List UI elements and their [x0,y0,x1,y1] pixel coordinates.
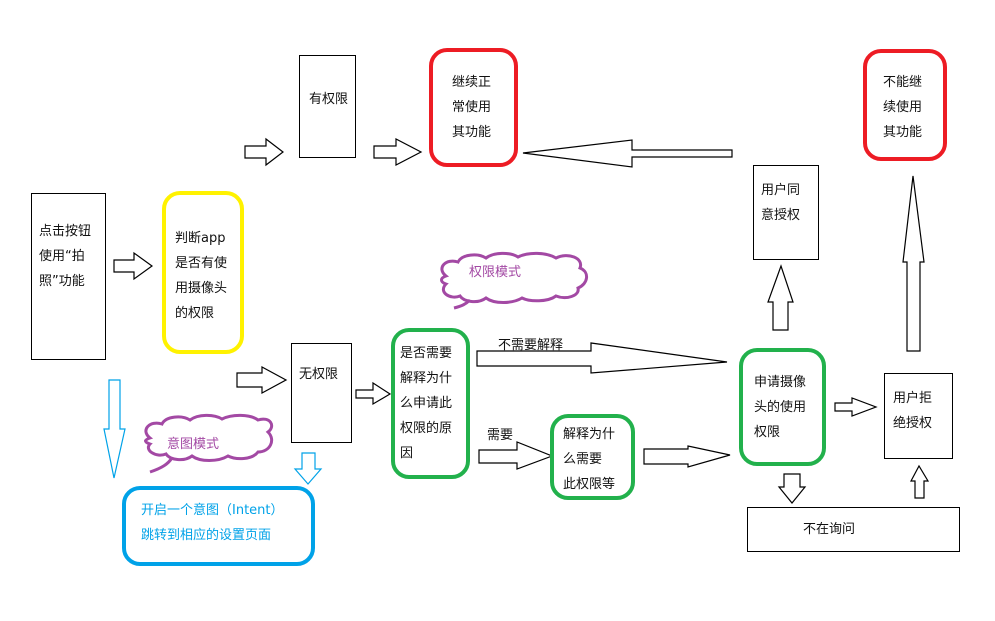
node-request-camera-text: 申请摄像 头的使用 权限 [754,375,807,440]
node-has-permission [299,55,356,158]
arrow-no-permission-to-intent [293,452,323,485]
node-explain-why-text: 解释为什 么需要 此权限等 [563,427,616,492]
node-has-permission-text: 有权限 [309,92,349,107]
node-no-permission-text: 无权限 [299,367,339,382]
arrow-request-to-agree [767,264,794,331]
node-need-explain-text: 是否需要 解释为什 么申请此 权限的原 因 [400,346,453,461]
node-check-permission-text: 判断app 是否有使 用摄像头 的权限 [175,231,228,321]
cloud-intent-mode [144,413,274,462]
node-no-longer-ask-text: 不在询问 [803,522,856,537]
node-check-permission [162,191,244,354]
cloud-permission-mode-label: 权限模式 [469,265,522,280]
arrow-request-to-reject [834,397,878,417]
node-user-agree [753,165,819,260]
cloud-permission-tail [453,298,472,310]
node-continue-use [429,48,518,167]
arrow-click-to-intent [103,379,126,479]
node-user-reject [884,373,953,459]
arrow-to-has-permission [244,137,284,167]
arrow-request-to-no-ask [777,473,807,504]
arrow-no-ask-to-reject [910,464,930,499]
cloud-permission-mode [440,251,588,304]
node-cannot-continue-text: 不能继 续使用 其功能 [883,75,923,140]
arrow-reject-to-cannot [902,175,925,352]
node-user-agree-text: 用户同 意授权 [761,183,801,223]
edge-label-no-explain: 不需要解释 [498,338,564,353]
arrow-no-to-explain [355,381,392,406]
cloud-intent-tail [149,457,174,474]
node-click-button-text: 点击按钮 使用“拍 照”功能 [39,224,92,289]
arrow-agree-to-continue [522,139,733,168]
node-need-explain [391,328,470,479]
arrow-no-explain-to-request [476,342,728,374]
edge-label-need: 需要 [487,428,514,443]
node-request-camera [739,348,826,466]
node-cannot-continue [863,49,947,161]
node-open-intent [122,486,315,566]
node-user-reject-text: 用户拒 绝授权 [893,391,933,431]
cloud-intent-mode-label: 意图模式 [167,437,220,452]
arrow-click-to-check [113,251,154,281]
node-no-longer-ask [747,507,960,552]
arrow-to-no-permission [236,365,288,395]
node-click-button [31,193,106,360]
node-explain-why [550,414,635,500]
arrow-need-to-explain-why [478,441,554,470]
arrow-has-to-continue [373,138,423,166]
node-continue-use-text: 继续正 常使用 其功能 [452,75,492,140]
arrow-explain-why-to-request [643,445,731,468]
node-no-permission [291,343,352,443]
node-open-intent-text: 开启一个意图（Intent） 跳转到相应的设置页面 [141,503,284,543]
